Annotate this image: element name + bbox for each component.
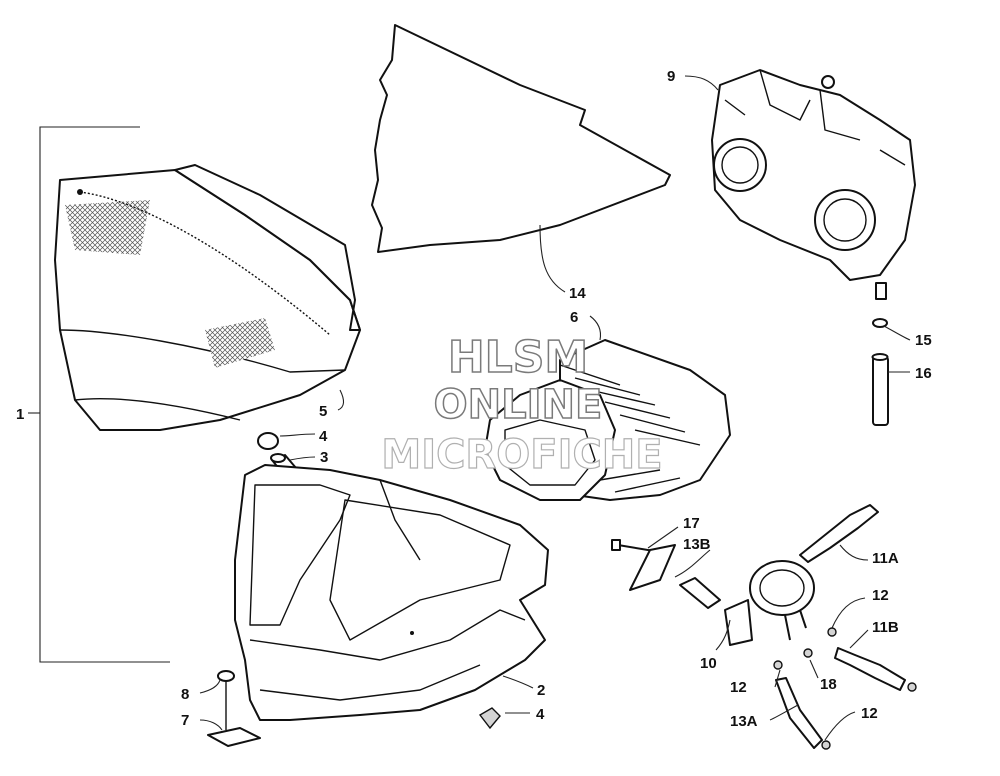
callout-3: 3 (320, 449, 328, 466)
callout-2: 2 (537, 682, 545, 699)
part-16-hose (871, 353, 889, 426)
callout-1: 1 (16, 406, 24, 423)
part-14-foam-pad (371, 24, 671, 253)
callout-15: 15 (915, 332, 932, 349)
part-15-clamp (872, 318, 888, 328)
callout-4-top: 4 (319, 428, 328, 445)
callout-10: 10 (700, 655, 717, 672)
part-8-rivet (217, 670, 235, 730)
callout-18: 18 (820, 676, 837, 693)
callout-8: 8 (181, 686, 189, 703)
callout-13b: 13B (683, 536, 711, 553)
watermark-line-3: MICROFICHE (381, 432, 662, 478)
part-6-intake-boot (484, 339, 731, 501)
part-13a-hose (775, 677, 823, 749)
callout-14: 14 (569, 285, 586, 302)
part-4-clip-bottom (478, 707, 501, 730)
callout-9: 9 (667, 68, 675, 85)
assembly-bracket (28, 126, 170, 663)
leader-lines (199, 75, 911, 741)
callout-12-right: 12 (872, 587, 889, 604)
part-7-plate (207, 727, 261, 747)
watermark: HLSM ONLINE MICROFICHE (381, 331, 663, 478)
part-9-carburetor-assembly (711, 69, 916, 300)
callout-5: 5 (319, 403, 327, 420)
callout-11b: 11B (872, 619, 899, 636)
part-4-grommet-top (257, 432, 279, 450)
callout-11a: 11A (872, 550, 899, 567)
part-2-air-box-housing (234, 464, 549, 721)
callout-6: 6 (570, 309, 578, 326)
part-11b-hose (834, 647, 906, 691)
watermark-line-2: ONLINE (434, 382, 603, 428)
part-10-fuel-pump (724, 560, 815, 646)
callout-12-center: 12 (730, 679, 747, 696)
callout-12-bottom: 12 (861, 705, 878, 722)
callout-16: 16 (915, 365, 932, 382)
part-11a-hose (799, 504, 879, 563)
callout-7: 7 (181, 712, 189, 729)
part-13b-bracket (629, 544, 676, 591)
part-12-clamps (773, 627, 917, 750)
part-13b-fitting (679, 577, 721, 609)
callout-4-bottom: 4 (536, 706, 545, 723)
air-box-cover (54, 164, 361, 431)
callout-labels: 1 2 3 4 4 5 6 7 8 9 10 11A 11B 12 12 12 … (16, 68, 932, 730)
callout-17: 17 (683, 515, 700, 532)
watermark-line-1: HLSM (448, 332, 588, 383)
callout-13a: 13A (730, 713, 758, 730)
